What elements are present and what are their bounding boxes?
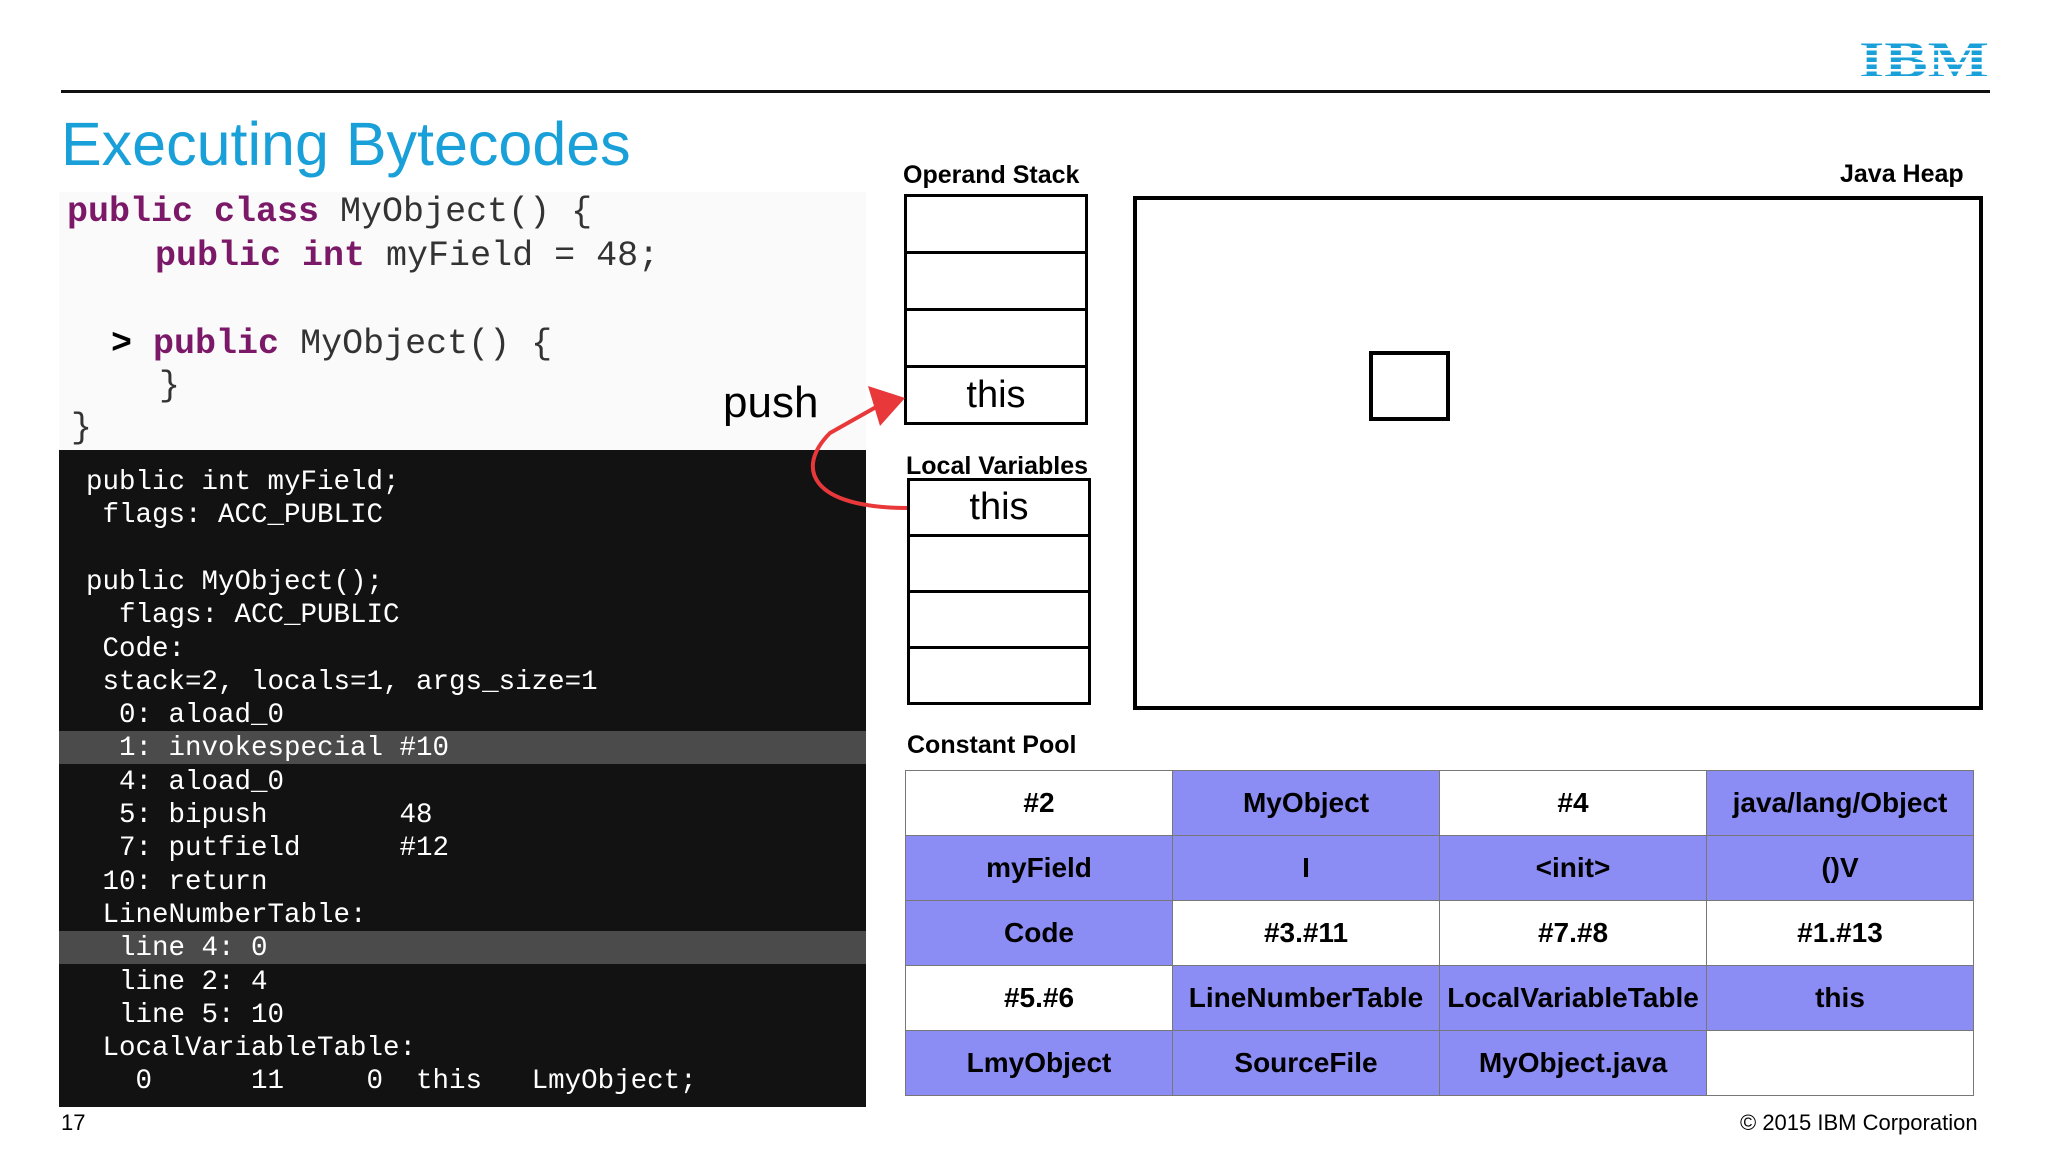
page-number: 17 [61, 1110, 86, 1135]
heap-object [1369, 351, 1450, 421]
bytecode-line: 1: invokespecial #10 [86, 733, 450, 765]
constant-pool-entry: MyObject.java [1439, 1030, 1707, 1096]
slide-title: Executing Bytecodes [61, 110, 631, 178]
bytecode-line: 7: putfield #12 [86, 833, 450, 865]
constant-pool-entry: SourceFile [1172, 1030, 1440, 1096]
constant-pool-entry: MyObject [1172, 770, 1440, 836]
source-line-3: > public MyObject() { [111, 322, 552, 366]
constant-pool-entry: #5.#6 [905, 965, 1173, 1031]
bytecode-line: stack=2, locals=1, args_size=1 [86, 666, 598, 698]
local-variable-slot [907, 534, 1091, 593]
bytecode-line: line 5: 10 [86, 999, 285, 1031]
constant-pool-entry: LineNumberTable [1172, 965, 1440, 1031]
bytecode-line: 10: return [86, 866, 268, 898]
java-heap-label: Java Heap [1840, 160, 1964, 188]
local-variable-slot [907, 590, 1091, 649]
source-line-4: } [159, 366, 181, 406]
constant-pool-entry: LmyObject [905, 1030, 1173, 1096]
constant-pool-entry: <init> [1439, 835, 1707, 901]
push-arrow [811, 386, 909, 510]
highlighted-instruction-row [59, 731, 866, 765]
source-keyword: public int [155, 236, 366, 276]
bytecode-line: line 4: 0 [86, 933, 268, 965]
constant-pool-entry: #2 [905, 770, 1173, 836]
bytecode-line: flags: ACC_PUBLIC [86, 600, 400, 632]
bytecode-line: 0 11 0 this LmyObject; [86, 1066, 697, 1098]
java-heap [1133, 196, 1983, 710]
push-label: push [723, 378, 819, 427]
operand-stack-slot [904, 194, 1088, 254]
source-text: MyObject() { [279, 324, 553, 364]
constant-pool-entry: I [1172, 835, 1440, 901]
bytecode-line: Code: [86, 633, 186, 665]
constant-pool-entry [1706, 1030, 1974, 1096]
constant-pool-entry: LocalVariableTable [1439, 965, 1707, 1031]
local-variables-label: Local Variables [906, 452, 1089, 480]
source-keyword: public class [67, 192, 320, 232]
constant-pool-entry: this [1706, 965, 1974, 1031]
java-source-panel: public class MyObject() { public int myF… [59, 192, 866, 450]
bytecode-line: 5: bipush 48 [86, 800, 433, 831]
constant-pool-entry: #3.#11 [1172, 900, 1440, 966]
current-line-marker: > [111, 324, 133, 364]
source-line-1: public class MyObject() { [67, 190, 592, 234]
local-variable-slot [907, 646, 1091, 705]
constant-pool-entry: #7.#8 [1439, 900, 1707, 966]
ibm-logo-text: IBM [1859, 36, 1989, 80]
ibm-logo: IBM [1859, 36, 1989, 80]
operand-stack-slot [904, 308, 1088, 368]
bytecode-line: public MyObject(); [86, 566, 384, 598]
bytecode-line: public int myField; [86, 467, 400, 498]
constant-pool-entry: #1.#13 [1706, 900, 1974, 966]
source-text: myField = 48; [365, 236, 660, 276]
bytecode-line: flags: ACC_PUBLIC [86, 500, 384, 532]
header-divider [61, 90, 1990, 93]
local-variable-slot: this [907, 478, 1091, 537]
bytecode-line: LineNumberTable: [86, 899, 367, 931]
bytecode-line: 0: aload_0 [86, 700, 285, 732]
constant-pool-row: Code#3.#11#7.#8#1.#13 [905, 900, 1974, 966]
operand-stack-slot [904, 251, 1088, 311]
bytecode-line: line 2: 4 [86, 966, 268, 998]
source-text: MyObject() { [319, 192, 593, 232]
constant-pool-entry: myField [905, 835, 1173, 901]
constant-pool-label: Constant Pool [907, 731, 1077, 759]
bytecode-line: LocalVariableTable: [86, 1033, 417, 1065]
source-line-5: } [71, 408, 93, 448]
source-line-2: public int myField = 48; [155, 234, 659, 278]
copyright: © 2015 IBM Corporation [1740, 1110, 1978, 1135]
operand-stack-slot: this [904, 365, 1088, 425]
constant-pool-entry: java/lang/Object [1706, 770, 1974, 836]
source-keyword: public [153, 324, 280, 364]
constant-pool-entry: ()V [1706, 835, 1974, 901]
bytecode-line: 4: aload_0 [86, 766, 285, 798]
constant-pool-entry: #4 [1439, 770, 1707, 836]
highlighted-instruction-row [59, 931, 866, 965]
constant-pool-entry: Code [905, 900, 1173, 966]
operand-stack-label: Operand Stack [903, 161, 1080, 189]
